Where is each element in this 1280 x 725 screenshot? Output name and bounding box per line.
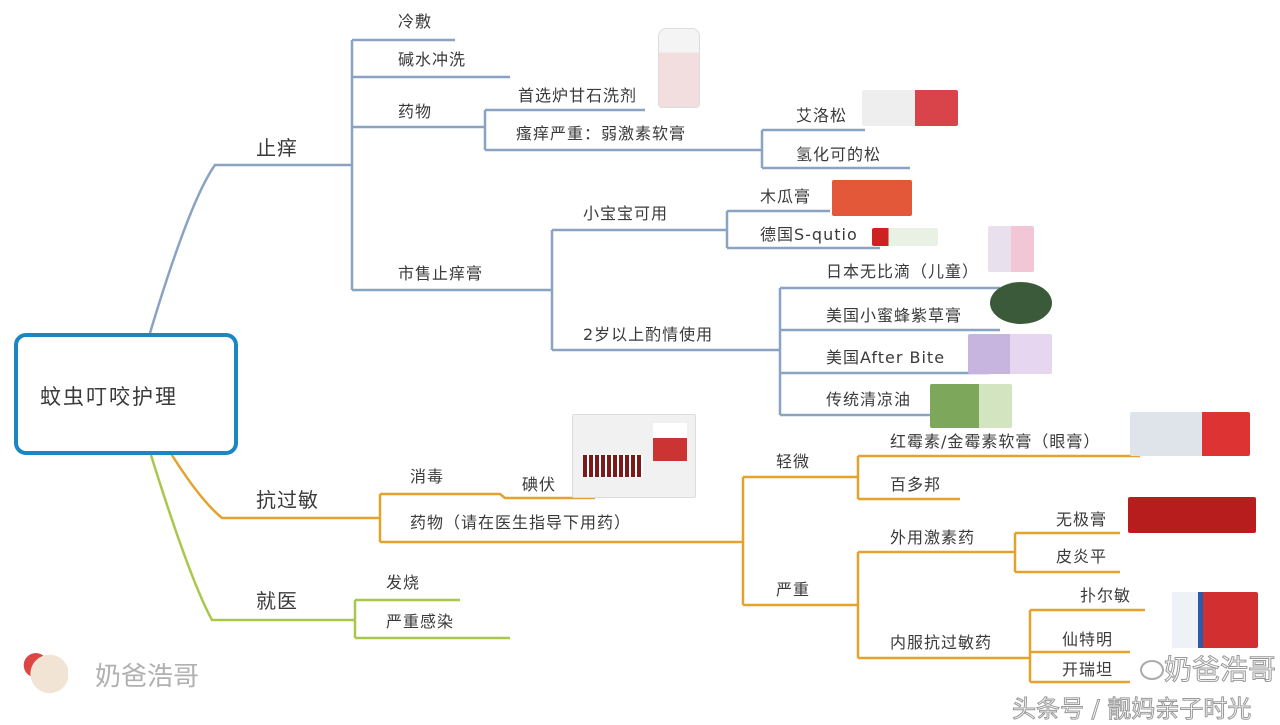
node-itch[interactable]: 止痒 (256, 136, 298, 160)
root-node-label: 蚊虫叮咬护理 (40, 385, 178, 409)
elocon-image (862, 90, 958, 126)
watermark-left: 奶爸浩哥 (95, 662, 200, 692)
node-papaw[interactable]: 木瓜膏 (760, 187, 812, 206)
node-wuji[interactable]: 无极膏 (1056, 510, 1108, 529)
wechat-icon (1140, 660, 1164, 680)
node-infection[interactable]: 严重感染 (386, 612, 455, 631)
node-zyrtec[interactable]: 仙特明 (1062, 630, 1114, 649)
itch-branch-lines (148, 38, 1000, 417)
after-bite-image (968, 334, 1052, 374)
node-disinfect[interactable]: 消毒 (410, 467, 445, 486)
node-burts-bees[interactable]: 美国小蜜蜂紫草膏 (826, 306, 963, 325)
squtio-image (872, 228, 938, 246)
root-node[interactable] (14, 333, 238, 455)
node-topical-steroid[interactable]: 外用激素药 (890, 528, 976, 547)
node-erythromycin[interactable]: 红霉素/金霉素软膏（眼膏） (890, 432, 1101, 451)
node-baby-safe[interactable]: 小宝宝可用 (583, 204, 669, 223)
node-iodophor[interactable]: 碘伏 (522, 475, 557, 494)
node-bactroban[interactable]: 百多邦 (890, 475, 942, 494)
allergy-branch-lines (168, 451, 1145, 684)
papaw-image (832, 180, 912, 216)
doctor-branch-lines (148, 451, 510, 640)
node-alkaline-wash[interactable]: 碱水冲洗 (398, 50, 467, 69)
node-elocon[interactable]: 艾洛松 (796, 106, 848, 125)
node-itch-medicine[interactable]: 药物 (398, 102, 433, 121)
node-squtio[interactable]: 德国S-qutio (760, 225, 858, 244)
node-after-bite[interactable]: 美国After Bite (826, 348, 946, 367)
node-oral-antihistamine[interactable]: 内服抗过敏药 (890, 633, 993, 652)
node-over-2[interactable]: 2岁以上酌情使用 (583, 325, 714, 344)
muhi-image (988, 226, 1034, 272)
node-chlorphenamine[interactable]: 扑尔敏 (1080, 586, 1132, 605)
iodophor-swab-image (572, 414, 696, 498)
erythromycin-image (1130, 412, 1250, 456)
node-cold-compress[interactable]: 冷敷 (398, 12, 433, 31)
wuji-cream-image (1128, 497, 1256, 533)
node-otc-cream[interactable]: 市售止痒膏 (398, 264, 484, 283)
node-tiger-balm[interactable]: 传统清凉油 (826, 390, 912, 409)
swab-sticks (583, 455, 643, 477)
node-allergy-medicine[interactable]: 药物（请在医生指导下用药） (410, 513, 632, 532)
node-calamine[interactable]: 首选炉甘石洗剂 (518, 86, 638, 105)
node-muhi[interactable]: 日本无比滴（儿童） (826, 262, 980, 281)
burts-bees-image (990, 282, 1052, 324)
swab-box (653, 423, 687, 461)
node-fever[interactable]: 发烧 (386, 573, 421, 592)
zyrtec-box-image (1172, 592, 1258, 648)
node-claritin[interactable]: 开瑞坦 (1062, 660, 1114, 679)
watermark-avatar-icon (22, 642, 68, 700)
watermark-right-name: 奶爸浩哥 (1163, 653, 1277, 686)
node-piyanping[interactable]: 皮炎平 (1056, 547, 1108, 566)
node-hydrocortisone[interactable]: 氢化可的松 (796, 145, 882, 164)
watermark-right-source: 头条号 / 靓妈亲子时光 (1011, 695, 1252, 724)
node-anti-allergy[interactable]: 抗过敏 (256, 488, 319, 512)
calamine-bottle-image (658, 28, 700, 108)
node-see-doctor[interactable]: 就医 (256, 589, 298, 613)
node-severe[interactable]: 严重 (776, 580, 811, 599)
node-weak-steroid[interactable]: 瘙痒严重：弱激素软膏 (516, 124, 687, 143)
node-mild[interactable]: 轻微 (776, 452, 811, 471)
tiger-balm-image (930, 384, 1012, 428)
